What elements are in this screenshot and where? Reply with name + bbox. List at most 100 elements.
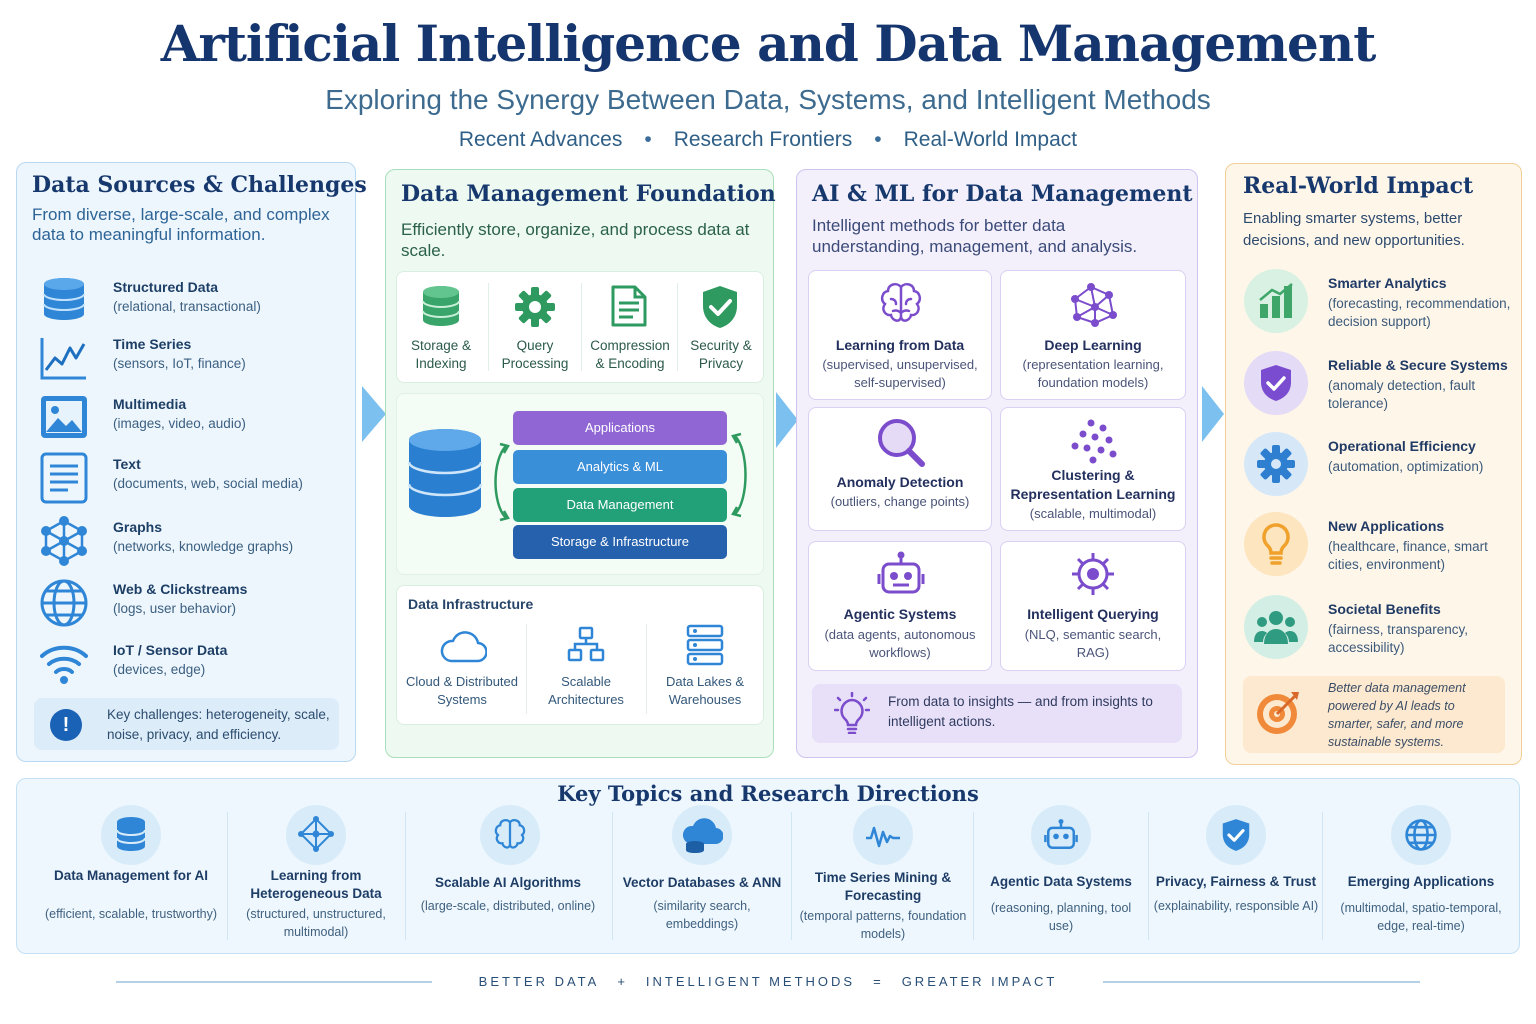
ai-card-deep-learning: Deep Learning (representation learning, … [1000, 270, 1186, 400]
challenges-text: Key challenges: heterogeneity, scale, no… [107, 707, 330, 742]
source-structured-data: Structured Data (relational, transaction… [38, 275, 348, 327]
shield-icon [703, 286, 737, 328]
capability-security-privacy: Security & Privacy [690, 338, 752, 371]
challenges-callout [34, 698, 339, 750]
topic-data-management-for-ai: Data Management for AI (efficient, scala… [40, 805, 222, 948]
footer-line-right [1103, 981, 1420, 983]
tag-recent-advances: Recent Advances [458, 128, 623, 151]
bar-chart-icon [1259, 283, 1293, 318]
database-icon [422, 286, 460, 326]
page-subtitle: Exploring the Synergy Between Data, Syst… [325, 84, 1211, 115]
topic-emerging-applications: Emerging Applications (multimodal, spati… [1330, 805, 1512, 948]
infra-data-lakes-warehouses: Data Lakes & Warehouses [665, 674, 745, 707]
flow-arrow-2 [776, 392, 798, 448]
capability-storage-indexing: Storage & Indexing [410, 338, 472, 371]
lightbulb-icon [834, 692, 870, 734]
infra-scalable-architectures: Scalable Architectures [548, 674, 624, 707]
database-icon [116, 817, 146, 851]
tag-research-frontiers: Research Frontiers [673, 128, 853, 151]
graph-icon [41, 516, 87, 566]
robot-icon [1044, 819, 1078, 849]
network-icon [298, 816, 334, 852]
network-icon [1071, 283, 1117, 327]
layer-storage-infrastructure: Storage & Infrastructure [513, 525, 727, 559]
hierarchy-icon [567, 626, 605, 662]
tag-separator: • [644, 128, 652, 151]
footer-line-left [116, 981, 432, 983]
tag-real-world-impact: Real-World Impact [903, 128, 1078, 151]
capability-query-processing: Query Processing [501, 338, 569, 371]
ai-ml-desc: Intelligent methods for better data unde… [812, 216, 1138, 256]
ai-card-anomaly-detection: Anomaly Detection (outliers, change poin… [808, 407, 992, 531]
database-icon [43, 278, 85, 320]
layer-applications: Applications [513, 411, 727, 445]
target-icon [1257, 692, 1299, 734]
infrastructure-title: Data Infrastructure [408, 596, 534, 612]
gear-icon [1257, 445, 1295, 483]
capability-compression-encoding: Compression & Encoding [590, 338, 670, 371]
brain-icon [880, 282, 922, 322]
alert-icon: ! [50, 709, 82, 741]
layer-analytics-ml: Analytics & ML [513, 450, 727, 484]
header-tags: Recent Advances • Research Frontiers • Real-… [0, 128, 1536, 152]
source-multimedia: Multimedia (images, video, audio) [38, 392, 348, 444]
data-sources-title: Data Sources & Challenges [32, 172, 367, 198]
impact-title: Real-World Impact [1243, 173, 1474, 199]
tag-separator: • [874, 128, 882, 151]
foundation-title: Data Management Foundation [401, 181, 776, 207]
source-iot-sensor: IoT / Sensor Data (devices, edge) [38, 638, 348, 690]
source-time-series: Time Series (sensors, IoT, finance) [38, 332, 348, 384]
ai-card-learning-from-data: Learning from Data (supervised, unsuperv… [808, 270, 992, 400]
waveform-icon [866, 826, 900, 848]
topic-privacy-fairness-trust: Privacy, Fairness & Trust (explainabilit… [1152, 805, 1320, 948]
database-stack-icon [407, 429, 483, 517]
infra-cloud-distributed: Cloud & Distributed Systems [406, 674, 518, 707]
document-icon [40, 452, 88, 504]
source-text: Text (documents, web, social media) [38, 452, 348, 504]
sync-arrow-left-icon [494, 442, 510, 522]
topic-learning-heterogeneous: Learning from Heterogeneous Data (struct… [232, 805, 400, 948]
line-chart-icon [40, 338, 86, 380]
key-topics-panel [16, 778, 1520, 954]
lightbulb-icon [1262, 523, 1290, 565]
footer-equation: BETTER DATA+INTELLIGENT METHODS=GREATER … [478, 974, 1058, 989]
shield-icon [1261, 365, 1291, 401]
ai-card-agentic-systems: Agentic Systems (data agents, autonomous… [808, 541, 992, 671]
insights-text: From data to insights — and from insight… [888, 694, 1153, 729]
source-web-clickstreams: Web & Clickstreams (logs, user behavior) [38, 577, 348, 629]
magnifier-icon [878, 419, 925, 467]
dots-icon [1071, 419, 1117, 464]
impact-callout-text: Better data management powered by AI lea… [1328, 681, 1466, 749]
server-icon [686, 624, 724, 666]
cloud-icon [440, 631, 487, 663]
flow-arrow-3 [1202, 386, 1224, 442]
sync-arrow-right-icon [731, 432, 747, 518]
topic-time-series-mining: Time Series Mining & Forecasting (tempor… [797, 805, 969, 948]
data-sources-desc: From diverse, large-scale, and complex d… [32, 205, 330, 244]
document-icon [611, 285, 647, 327]
brain-icon [494, 819, 526, 849]
image-icon [41, 396, 87, 438]
robot-icon [877, 551, 925, 594]
gear-icon [515, 287, 555, 327]
people-icon [1254, 611, 1298, 644]
wifi-icon [40, 645, 88, 684]
insights-callout [812, 684, 1182, 743]
globe-icon [1405, 819, 1437, 851]
page-title: Artificial Intelligence and Data Managem… [160, 14, 1377, 73]
globe-icon [40, 579, 88, 627]
shield-icon [1222, 819, 1250, 851]
ai-card-clustering-representation: Clustering & Representation Learning (sc… [1000, 407, 1186, 531]
key-topics-title: Key Topics and Research Directions [557, 781, 979, 806]
ai-ml-title: AI & ML for Data Management [812, 181, 1193, 207]
foundation-desc: Efficiently store, organize, and process… [401, 220, 750, 260]
cloud-db-icon [683, 818, 723, 853]
impact-desc: Enabling smarter systems, better decisio… [1243, 210, 1465, 249]
topic-agentic-data-systems: Agentic Data Systems (reasoning, plannin… [977, 805, 1145, 948]
source-graphs: Graphs (networks, knowledge graphs) [38, 515, 348, 567]
gear-icon [1072, 553, 1114, 595]
flow-arrow-1 [362, 386, 386, 442]
layer-data-management: Data Management [513, 488, 727, 522]
topic-vector-databases: Vector Databases & ANN (similarity searc… [617, 805, 787, 948]
topic-scalable-ai-algorithms: Scalable AI Algorithms (large-scale, dis… [420, 805, 596, 948]
